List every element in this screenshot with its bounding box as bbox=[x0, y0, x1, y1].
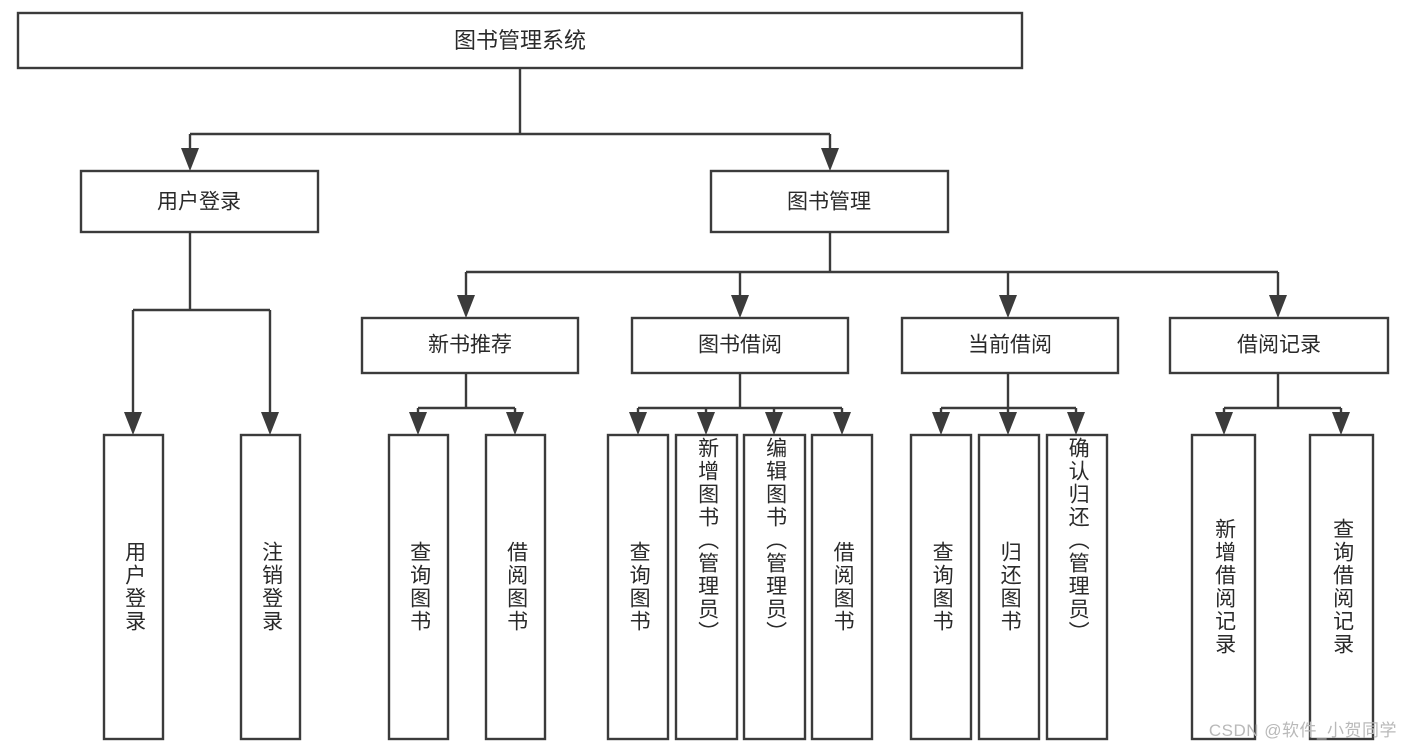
arrow-head-nbr-query-book bbox=[409, 412, 427, 435]
connector-group-borrow-record bbox=[1215, 373, 1350, 435]
arrow-head-cb-return-book bbox=[999, 412, 1017, 435]
node-user-login-label: 用户登录 bbox=[157, 191, 241, 214]
leaf-box-cb-return-book[interactable] bbox=[977, 433, 1041, 741]
node-book-borrow[interactable]: 图书借阅 bbox=[630, 316, 850, 375]
leaf-box-user-login[interactable] bbox=[102, 433, 165, 741]
node-new-book-recommend-box[interactable] bbox=[360, 316, 580, 375]
arrow-head-new-book-recommend bbox=[457, 295, 475, 318]
arrow-head-leaf-user-login bbox=[124, 412, 142, 435]
arrow-head-br-query-record bbox=[1332, 412, 1350, 435]
arrow-head-current-borrow bbox=[999, 295, 1017, 318]
node-user-login[interactable]: 用户登录 bbox=[79, 169, 320, 234]
node-current-borrow-label: 当前借阅 bbox=[968, 334, 1052, 357]
node-new-book-recommend-label: 新书推荐 bbox=[428, 334, 512, 357]
arrow-head-bb-add-book bbox=[697, 412, 715, 435]
leaf-box-br-query-record[interactable] bbox=[1308, 433, 1375, 741]
arrow-head-bb-query-book bbox=[629, 412, 647, 435]
connector-group-current-borrow bbox=[932, 373, 1085, 435]
node-borrow-record-box[interactable] bbox=[1168, 316, 1390, 375]
connector-group-book-manage bbox=[457, 232, 1287, 318]
arrow-head-leaf-logout bbox=[261, 412, 279, 435]
node-new-book-recommend[interactable]: 新书推荐 bbox=[360, 316, 580, 375]
leaf-box-br-add-record[interactable] bbox=[1190, 433, 1257, 741]
leaf-box-nbr-query-book[interactable] bbox=[387, 433, 450, 741]
arrow-head-cb-confirm-return bbox=[1067, 412, 1085, 435]
node-root-label: 图书管理系统 bbox=[454, 28, 586, 53]
leaf-box-bb-query-book[interactable] bbox=[606, 433, 670, 741]
arrow-head-nbr-borrow-book bbox=[506, 412, 524, 435]
arrow-head-borrow-record bbox=[1269, 295, 1287, 318]
leaf-box-bb-edit-book[interactable] bbox=[742, 433, 807, 741]
node-root[interactable]: 图书管理系统 bbox=[16, 11, 1024, 70]
connector-group-user-login bbox=[124, 232, 279, 435]
arrow-head-user-login bbox=[181, 148, 199, 171]
node-current-borrow[interactable]: 当前借阅 bbox=[900, 316, 1120, 375]
node-book-borrow-box[interactable] bbox=[630, 316, 850, 375]
arrow-head-bb-borrow-book bbox=[833, 412, 851, 435]
node-borrow-record-label: 借阅记录 bbox=[1237, 334, 1321, 357]
leaf-box-cb-confirm-return[interactable] bbox=[1045, 433, 1109, 741]
connector-group-book-borrow bbox=[629, 373, 851, 435]
node-book-borrow-label: 图书借阅 bbox=[698, 334, 782, 357]
arrow-head-book-borrow bbox=[731, 295, 749, 318]
arrow-head-cb-query-book bbox=[932, 412, 950, 435]
node-book-manage[interactable]: 图书管理 bbox=[709, 169, 950, 234]
arrow-head-br-add-record bbox=[1215, 412, 1233, 435]
connector-group-new-book-recommend bbox=[409, 373, 524, 435]
node-borrow-record[interactable]: 借阅记录 bbox=[1168, 316, 1390, 375]
arrow-head-book-manage bbox=[821, 148, 839, 171]
node-book-manage-box[interactable] bbox=[709, 169, 950, 234]
leaf-box-bb-add-book[interactable] bbox=[674, 433, 739, 741]
leaf-box-bb-borrow-book[interactable] bbox=[810, 433, 874, 741]
leaf-box-cb-query-book[interactable] bbox=[909, 433, 973, 741]
node-book-manage-label: 图书管理 bbox=[787, 191, 871, 214]
arrow-head-bb-edit-book bbox=[765, 412, 783, 435]
node-current-borrow-box[interactable] bbox=[900, 316, 1120, 375]
leaf-box-nbr-borrow-book[interactable] bbox=[484, 433, 547, 741]
node-root-box[interactable] bbox=[16, 11, 1024, 70]
node-user-login-box[interactable] bbox=[79, 169, 320, 234]
connector-group-root bbox=[181, 68, 839, 171]
leaf-box-logout[interactable] bbox=[239, 433, 302, 741]
